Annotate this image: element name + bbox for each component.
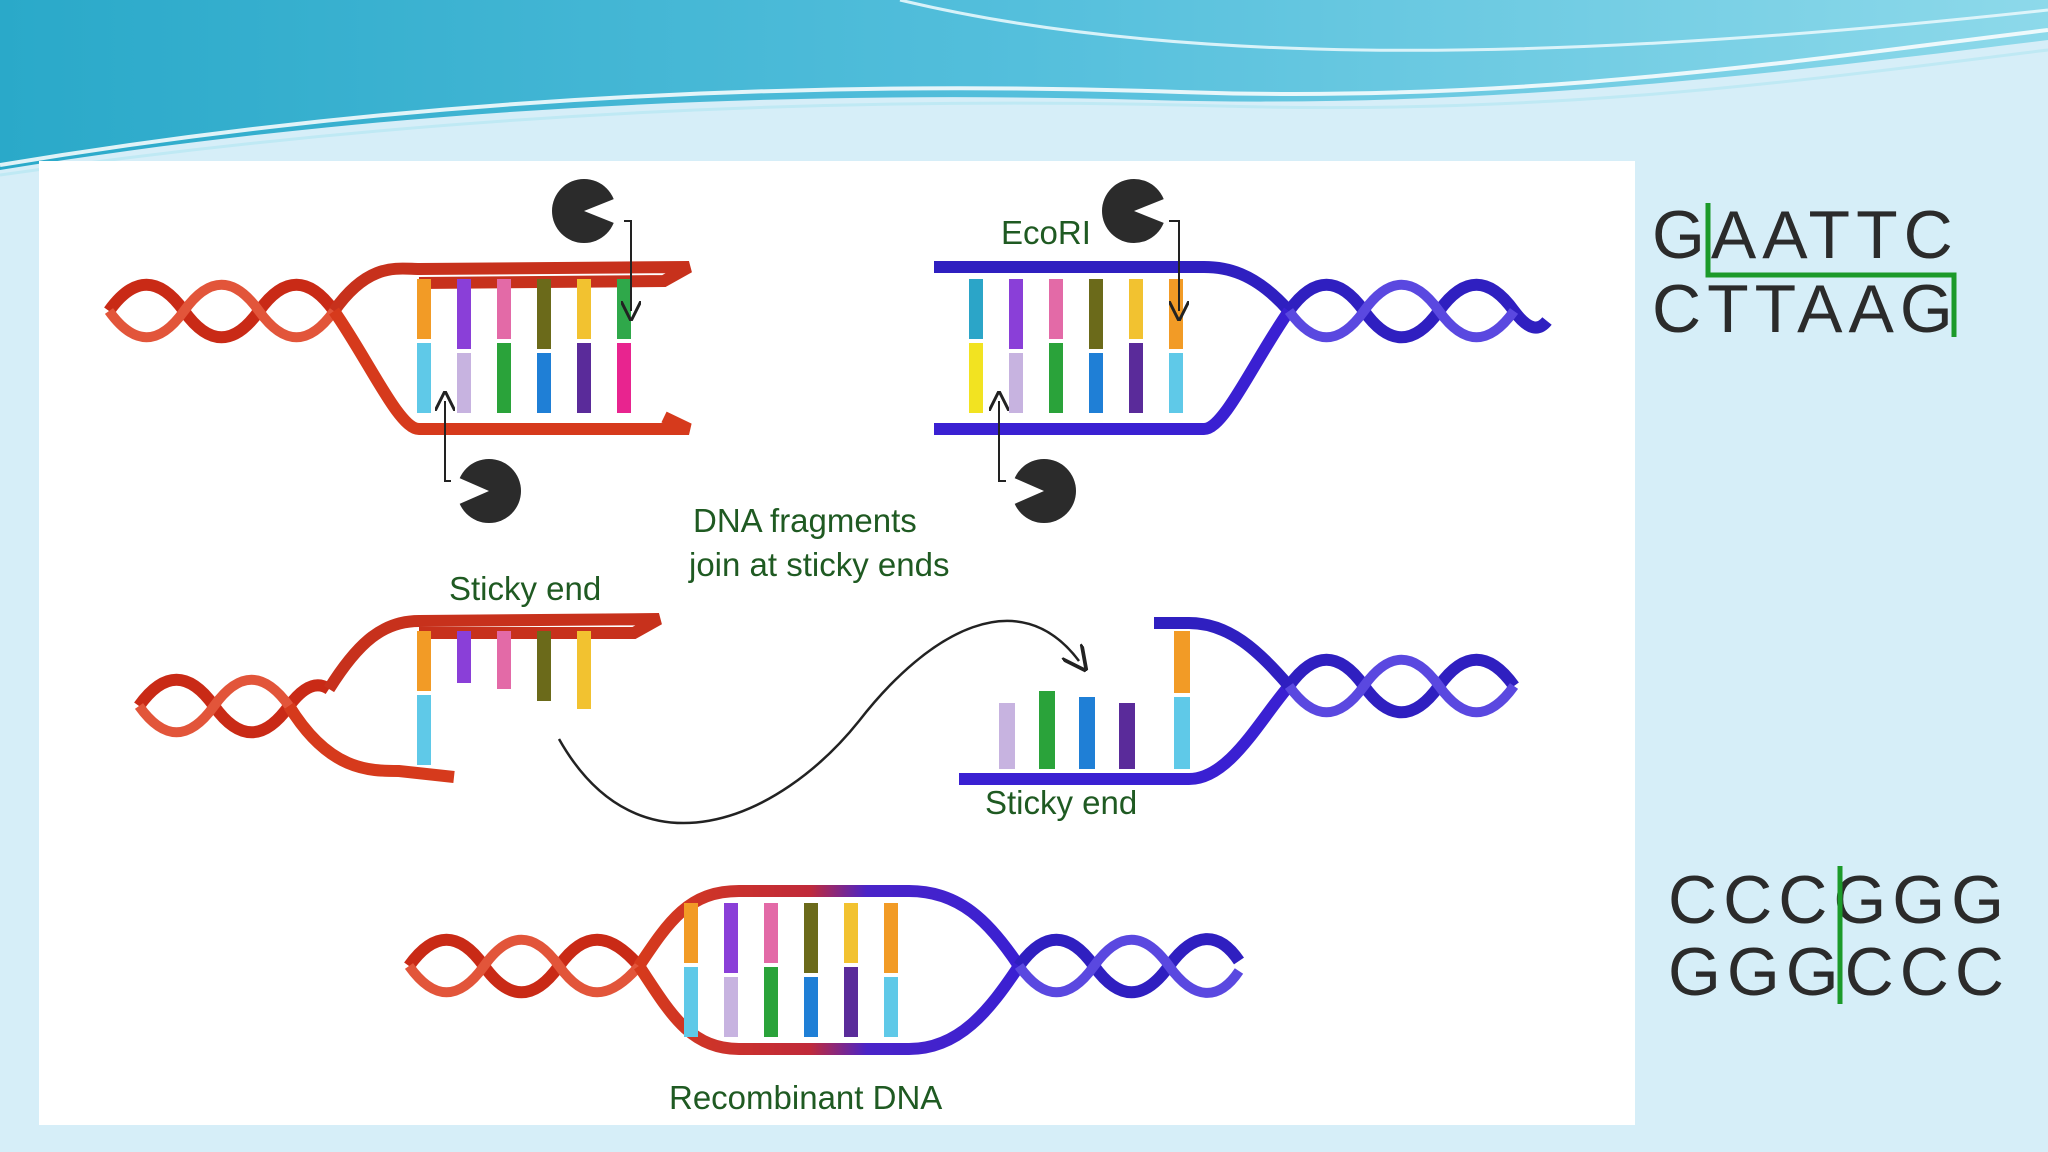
ecori-sequence-bottom: CTTAAG	[1652, 271, 1959, 347]
fragments-join-label-line2: join at sticky ends	[689, 546, 950, 583]
ecori-cut-line	[1705, 203, 1957, 337]
enzyme-icon-top-left	[552, 179, 631, 311]
header-wave-decoration	[0, 0, 2048, 180]
fragment-left-sticky	[134, 613, 662, 783]
enzyme-icon-bottom-right	[999, 401, 1076, 523]
enzyme-icon-top-right	[1102, 179, 1179, 311]
recombinant-dna-label: Recombinant DNA	[669, 1079, 943, 1116]
smai-sequence-top: CCCGGG	[1668, 862, 2010, 938]
sticky-end-label-right: Sticky end	[985, 784, 1138, 821]
ecori-sequence-top: GAATTC	[1652, 197, 1959, 273]
sticky-end-label-left: Sticky end	[449, 570, 602, 607]
smai-cut-line	[1837, 866, 1843, 1004]
enzyme-icon-bottom-left	[445, 401, 521, 523]
fragment-right-sticky	[959, 617, 1519, 785]
fragments-join-label-line1: DNA fragments	[693, 502, 917, 539]
ecori-sequence: GAATTC CTTAAG	[1652, 195, 2022, 355]
join-arrow	[557, 619, 1079, 825]
dna-right-cut	[934, 261, 1552, 435]
smai-sequence: CCCGGG GGGCCC	[1668, 860, 2028, 1020]
smai-sequence-bottom: GGGCCC	[1668, 934, 2010, 1010]
dna-recombinant	[404, 885, 1244, 1055]
ecori-label: EcoRI	[1001, 214, 1091, 251]
dna-left-cut	[104, 261, 692, 435]
restriction-enzyme-diagram: EcoRI Sticky end DNA fragments join at s…	[39, 161, 1635, 1125]
